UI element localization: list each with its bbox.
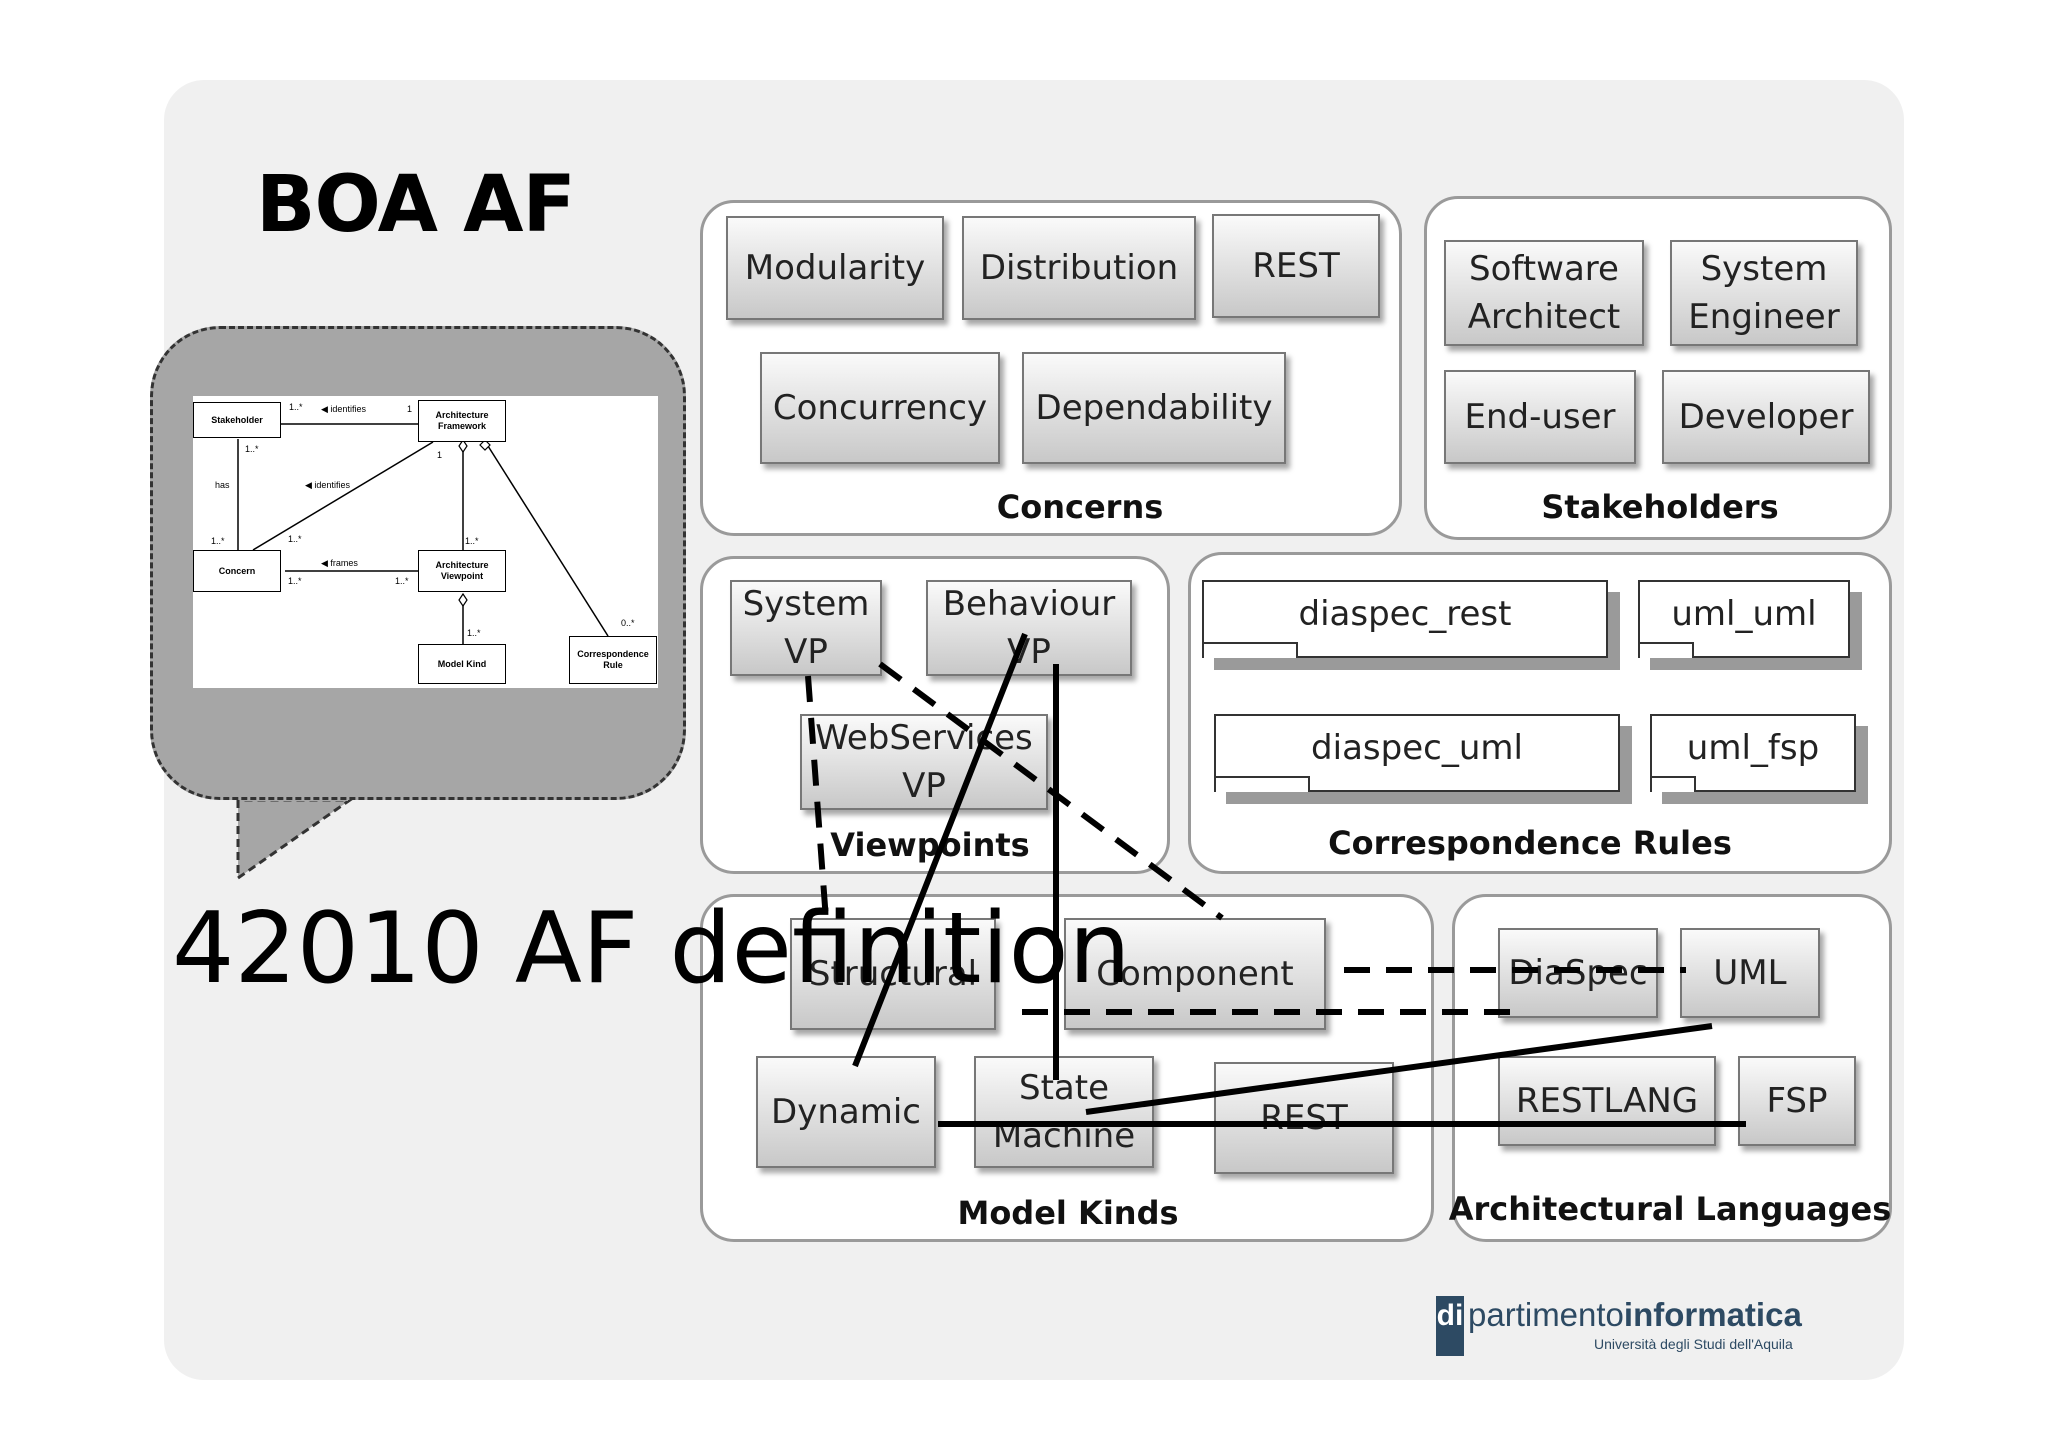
uml-class-concern: Concern bbox=[193, 550, 281, 592]
rule-diaspec-uml: diaspec_uml bbox=[1214, 714, 1620, 792]
uml-multiplicity: 1 bbox=[437, 450, 443, 460]
rule-label: uml_fsp bbox=[1686, 728, 1820, 768]
group-label-stakeholders: Stakeholders bbox=[1541, 488, 1779, 526]
uml-class-framework: Architecture Framework bbox=[418, 400, 506, 442]
concern-modularity: Modularity bbox=[726, 216, 944, 320]
uml-label: ◀ identifies bbox=[305, 480, 350, 490]
uml-class-stakeholder: Stakeholder bbox=[193, 402, 281, 438]
viewpoint-behaviour: Behaviour VP bbox=[926, 580, 1132, 676]
language-uml: UML bbox=[1680, 928, 1820, 1018]
rule-diaspec-rest: diaspec_rest bbox=[1202, 580, 1608, 658]
uml-multiplicity: 1..* bbox=[465, 536, 479, 546]
language-diaspec: DiaSpec bbox=[1498, 928, 1658, 1018]
concern-dependability: Dependability bbox=[1022, 352, 1286, 464]
logo-word-regular: partimento bbox=[1468, 1296, 1624, 1333]
viewpoint-system: System VP bbox=[730, 580, 882, 676]
stakeholder-system-engineer: System Engineer bbox=[1670, 240, 1858, 346]
modelkind-rest: REST bbox=[1214, 1062, 1394, 1174]
group-label-concerns: Concerns bbox=[996, 488, 1164, 526]
logo-tagline: Università degli Studi dell'Aquila bbox=[1594, 1336, 1793, 1352]
language-restlang: RESTLANG bbox=[1498, 1056, 1716, 1146]
uml-label: ◀ frames bbox=[321, 558, 358, 568]
uml-multiplicity: 1..* bbox=[289, 402, 303, 412]
rule-label: uml_uml bbox=[1671, 594, 1817, 634]
slide-title: BOA AF bbox=[256, 160, 576, 250]
stakeholder-developer: Developer bbox=[1662, 370, 1870, 464]
viewpoint-webservices: WebServices VP bbox=[800, 714, 1048, 810]
logo-mark: di bbox=[1436, 1296, 1464, 1356]
rule-label: diaspec_uml bbox=[1311, 728, 1523, 768]
uml-multiplicity: 1 bbox=[407, 404, 413, 414]
stakeholder-end-user: End-user bbox=[1444, 370, 1636, 464]
concern-rest: REST bbox=[1212, 214, 1380, 318]
group-label-architectural-languages: Architectural Languages bbox=[1448, 1190, 1892, 1228]
uml-class-viewpoint: Architecture Viewpoint bbox=[418, 550, 506, 592]
uml-multiplicity: 0..* bbox=[621, 618, 635, 628]
uml-class-model-kind: Model Kind bbox=[418, 644, 506, 684]
uml-label: has bbox=[215, 480, 230, 490]
uml-multiplicity: 1..* bbox=[288, 576, 302, 586]
modelkind-state-machine: State Machine bbox=[974, 1056, 1154, 1168]
uml-class-rule: Correspondence Rule bbox=[569, 636, 657, 684]
logo-word-bold: informatica bbox=[1623, 1296, 1802, 1333]
rule-label: diaspec_rest bbox=[1298, 594, 1512, 634]
uml-diagram: Stakeholder Architecture Framework Conce… bbox=[193, 396, 658, 688]
logo-wordmark: partimentoinformatica bbox=[1468, 1296, 1802, 1334]
uml-label: ◀ identifies bbox=[321, 404, 366, 414]
uml-multiplicity: 1..* bbox=[245, 444, 259, 454]
modelkind-dynamic: Dynamic bbox=[756, 1056, 936, 1168]
uml-multiplicity: 1..* bbox=[395, 576, 409, 586]
rule-uml-fsp: uml_fsp bbox=[1650, 714, 1856, 792]
concern-concurrency: Concurrency bbox=[760, 352, 1000, 464]
uml-multiplicity: 1..* bbox=[467, 628, 481, 638]
group-label-viewpoints: Viewpoints bbox=[830, 826, 1030, 864]
concern-distribution: Distribution bbox=[962, 216, 1196, 320]
group-label-correspondence-rules: Correspondence Rules bbox=[1328, 824, 1732, 862]
stakeholder-software-architect: Software Architect bbox=[1444, 240, 1644, 346]
group-label-model-kinds: Model Kinds bbox=[957, 1194, 1179, 1232]
definition-heading: 42010 AF definition bbox=[172, 892, 1131, 1006]
language-fsp: FSP bbox=[1738, 1056, 1856, 1146]
uml-multiplicity: 1..* bbox=[288, 534, 302, 544]
rule-uml-uml: uml_uml bbox=[1638, 580, 1850, 658]
uml-multiplicity: 1..* bbox=[211, 536, 225, 546]
uml-associations bbox=[237, 423, 609, 644]
